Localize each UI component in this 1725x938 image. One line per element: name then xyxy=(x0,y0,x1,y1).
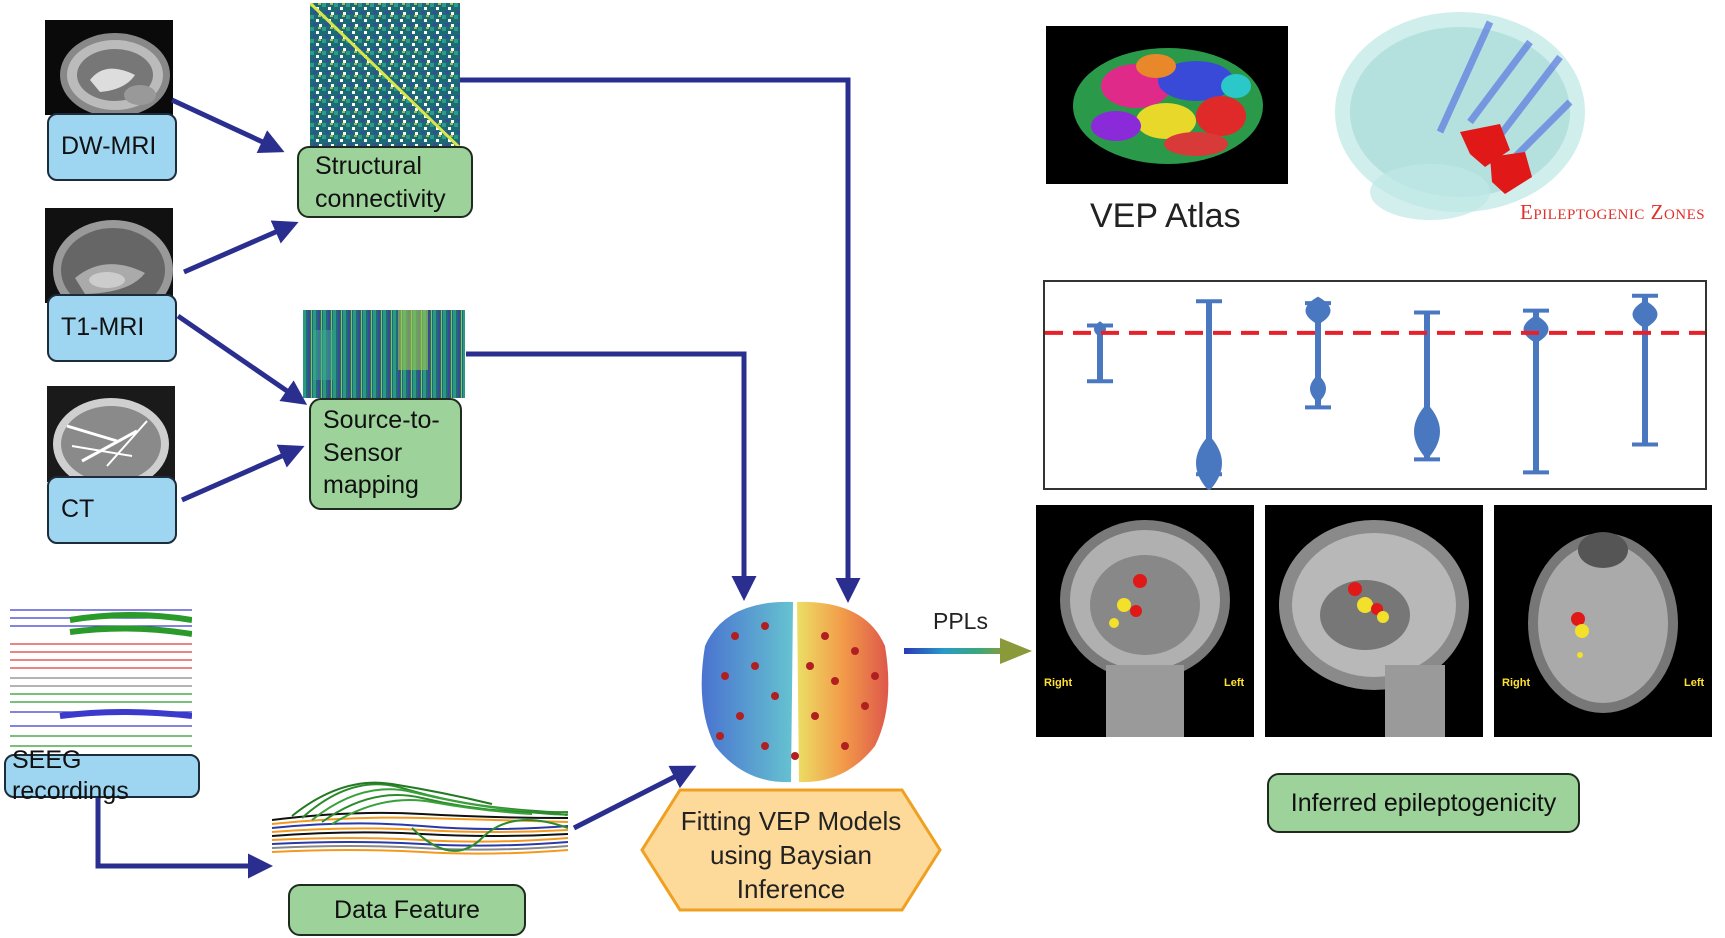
axial-right-label: Right xyxy=(1502,677,1531,689)
fitting-model-hexagon xyxy=(640,788,942,912)
fitting-line-3: Inference xyxy=(736,873,846,904)
axial-mri-result: Right Left xyxy=(1494,505,1712,737)
seeg-traces-image xyxy=(10,606,193,754)
arrow-feature-brain xyxy=(572,765,697,831)
violin-chart xyxy=(1043,280,1707,490)
arrow-t1-structural xyxy=(183,220,299,275)
seeg-label-box: SEEG recordings xyxy=(4,746,200,805)
vep-atlas-label: VEP Atlas xyxy=(1090,197,1241,235)
source-sensor-line-2: Sensor xyxy=(323,438,403,467)
vep-atlas-image xyxy=(1046,26,1288,184)
violin-2 xyxy=(1196,299,1222,490)
ppls-arrow xyxy=(904,638,1032,664)
epileptogenic-brain-image xyxy=(1320,2,1590,234)
data-feature-label: Data Feature xyxy=(334,895,480,924)
arrow-ct-source xyxy=(180,444,305,503)
dwmri-label: DW-MRI xyxy=(61,132,157,161)
ct-scan-image xyxy=(47,386,175,482)
coronal-right-label: Right xyxy=(1044,677,1073,689)
dwmri-label-box: DW-MRI xyxy=(47,113,177,181)
fitting-line-1: Fitting VEP Models xyxy=(680,806,902,836)
structural-line-2: connectivity xyxy=(315,184,446,213)
violin-density xyxy=(1305,296,1331,325)
inferred-label: Inferred epileptogenicity xyxy=(1290,788,1557,817)
violin-4 xyxy=(1414,310,1440,462)
arrow-t1-source xyxy=(176,313,308,405)
t1mri-label: T1-MRI xyxy=(61,313,145,342)
inferred-epileptogenicity-box: Inferred epileptogenicity xyxy=(1267,773,1580,833)
violin-6 xyxy=(1632,293,1658,447)
gain-matrix-image xyxy=(303,310,465,398)
violin-secondary-mode xyxy=(1310,374,1326,403)
data-feature-image xyxy=(271,768,570,864)
epileptogenic-zones-label: Epileptogenic Zones xyxy=(1520,200,1706,224)
fitting-line-2: using Baysian xyxy=(710,839,872,870)
source-sensor-box: Source-to- Sensor mapping xyxy=(309,398,462,510)
arrow-dwmri-structural xyxy=(170,97,285,153)
violin-density xyxy=(1196,435,1222,490)
source-sensor-line-1: Source-to- xyxy=(323,406,440,434)
structural-connectivity-box: Structural connectivity xyxy=(297,146,473,218)
seeg-label: SEEG recordings xyxy=(12,745,129,805)
data-feature-box: Data Feature xyxy=(288,884,526,936)
source-sensor-line-3: mapping xyxy=(323,471,419,499)
ppls-label: PPLs xyxy=(933,608,988,634)
coronal-left-label: Left xyxy=(1224,677,1245,689)
brain-model-image xyxy=(695,596,895,786)
violin-5 xyxy=(1523,308,1549,475)
connectivity-matrix-image xyxy=(310,3,460,148)
ct-label-box: CT xyxy=(47,476,177,544)
structural-line-1: Structural xyxy=(315,152,422,180)
axial-left-label: Left xyxy=(1684,677,1705,689)
violin-density xyxy=(1632,300,1658,329)
ct-label: CT xyxy=(61,495,95,524)
violin-chart-frame xyxy=(1043,280,1707,490)
arrow-seeg-feature xyxy=(95,798,273,879)
violin-density xyxy=(1523,315,1549,344)
coronal-mri-result: Right Left xyxy=(1036,505,1254,737)
t1mri-scan-image xyxy=(45,208,173,303)
arrow-structural-brain xyxy=(460,77,861,603)
sagittal-mri-result xyxy=(1265,505,1483,737)
t1mri-label-box: T1-MRI xyxy=(47,294,177,362)
fitting-model-label: Fitting VEP Models using Baysian Inferen… xyxy=(660,805,922,906)
violin-density xyxy=(1414,403,1440,460)
violin-3 xyxy=(1305,296,1331,410)
dwmri-scan-image xyxy=(45,20,173,115)
arrow-source-brain xyxy=(466,351,757,601)
